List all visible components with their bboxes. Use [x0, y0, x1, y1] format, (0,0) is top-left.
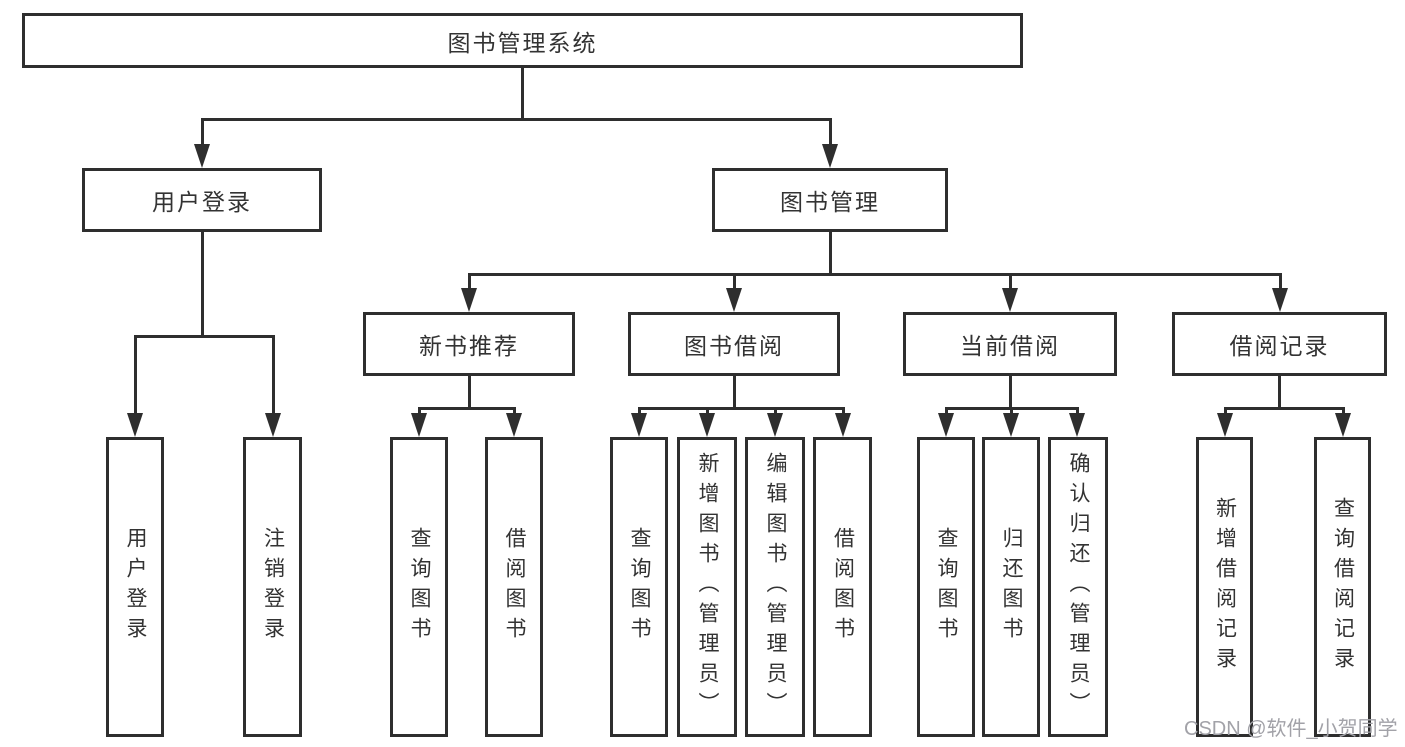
arrow-down-icon — [1272, 288, 1288, 312]
leaf-current-query-books: 查询图书 — [917, 437, 975, 737]
leaf-label: 借阅图书 — [831, 527, 855, 647]
connector-line — [513, 407, 516, 417]
connector-line — [945, 407, 948, 417]
connector-line — [468, 376, 471, 407]
node-label: 图书借阅 — [684, 333, 784, 359]
leaf-recommend-borrow-books: 借阅图书 — [485, 437, 543, 737]
leaf-label: 编辑图书（管理员） — [764, 452, 787, 722]
connector-line — [1342, 407, 1345, 417]
node-label: 新书推荐 — [419, 333, 519, 359]
connector-line — [733, 376, 736, 407]
leaf-user-login: 用户登录 — [106, 437, 164, 737]
connector-line — [829, 118, 832, 146]
arrow-down-icon — [1335, 413, 1351, 437]
connector-line — [638, 407, 641, 417]
arrow-down-icon — [822, 144, 838, 168]
connector-line — [1279, 273, 1282, 292]
node-label: 图书管理 — [780, 189, 880, 215]
leaf-label: 查询图书 — [408, 527, 431, 647]
connector-line — [134, 335, 137, 417]
connector-line — [829, 232, 832, 273]
arrow-down-icon — [1002, 288, 1018, 312]
connector-line — [418, 407, 421, 417]
node-label: 借阅记录 — [1229, 333, 1330, 359]
leaf-label: 借阅图书 — [503, 527, 526, 647]
csdn-watermark: CSDN @软件_小贺同学 — [1184, 718, 1398, 740]
leaf-logout: 注销登录 — [243, 437, 302, 737]
arrow-down-icon — [631, 413, 647, 437]
leaf-current-confirm-return-admin: 确认归还（管理员） — [1048, 437, 1108, 737]
arrow-down-icon — [1217, 413, 1233, 437]
node-new-book-recommend: 新书推荐 — [363, 312, 575, 376]
node-user-login: 用户登录 — [82, 168, 322, 232]
arrow-down-icon — [938, 413, 954, 437]
arrow-down-icon — [461, 288, 477, 312]
arrow-down-icon — [726, 288, 742, 312]
connector-line — [134, 335, 275, 338]
connector-line — [1009, 273, 1012, 292]
arrow-down-icon — [506, 413, 522, 437]
arrow-down-icon — [835, 413, 851, 437]
connector-line — [1224, 407, 1344, 410]
connector-line — [1278, 376, 1281, 407]
node-label: 用户登录 — [152, 189, 252, 215]
connector-line — [774, 407, 777, 417]
leaf-label: 查询图书 — [935, 527, 958, 647]
leaf-label: 确认归还（管理员） — [1067, 452, 1090, 722]
leaf-label: 用户登录 — [124, 527, 147, 647]
connector-line — [1224, 407, 1227, 417]
connector-line — [733, 273, 736, 292]
leaf-current-return-books: 归还图书 — [982, 437, 1040, 737]
connector-line — [272, 335, 275, 417]
connector-line — [1009, 376, 1012, 407]
connector-line — [468, 273, 1281, 276]
node-library-management-system: 图书管理系统 — [22, 13, 1023, 68]
node-book-borrowing: 图书借阅 — [628, 312, 840, 376]
leaf-records-add-borrow-record: 新增借阅记录 — [1196, 437, 1253, 737]
arrow-down-icon — [1069, 413, 1085, 437]
connector-line — [468, 273, 471, 292]
arrow-down-icon — [265, 413, 281, 437]
leaf-label: 查询图书 — [628, 527, 651, 647]
node-borrow-records: 借阅记录 — [1172, 312, 1387, 376]
arrow-down-icon — [1003, 413, 1019, 437]
leaf-recommend-query-books: 查询图书 — [390, 437, 448, 737]
arrow-down-icon — [194, 144, 210, 168]
node-book-management: 图书管理 — [712, 168, 948, 232]
node-label: 图书管理系统 — [447, 29, 598, 56]
leaf-label: 归还图书 — [1000, 527, 1023, 647]
leaf-borrowing-add-books-admin: 新增图书（管理员） — [677, 437, 737, 737]
connector-line — [418, 407, 515, 410]
leaf-label: 注销登录 — [261, 527, 285, 647]
connector-line — [521, 68, 524, 118]
connector-line — [1076, 407, 1079, 417]
arrow-down-icon — [411, 413, 427, 437]
leaf-borrowing-query-books: 查询图书 — [610, 437, 668, 737]
connector-line — [1010, 407, 1013, 417]
connector-line — [842, 407, 845, 417]
leaf-borrowing-edit-books-admin: 编辑图书（管理员） — [745, 437, 805, 737]
arrow-down-icon — [699, 413, 715, 437]
node-label: 当前借阅 — [960, 333, 1060, 359]
arrow-down-icon — [767, 413, 783, 437]
leaf-label: 查询借阅记录 — [1331, 497, 1355, 677]
node-current-borrowing: 当前借阅 — [903, 312, 1117, 376]
leaf-label: 新增图书（管理员） — [696, 452, 719, 722]
leaf-records-query-borrow-record: 查询借阅记录 — [1314, 437, 1371, 737]
leaf-label: 新增借阅记录 — [1213, 497, 1237, 677]
connector-line — [201, 118, 831, 121]
connector-line — [201, 118, 204, 146]
leaf-borrowing-borrow-books: 借阅图书 — [813, 437, 872, 737]
connector-line — [201, 232, 204, 335]
connector-line — [638, 407, 844, 410]
connector-line — [706, 407, 709, 417]
arrow-down-icon — [127, 413, 143, 437]
